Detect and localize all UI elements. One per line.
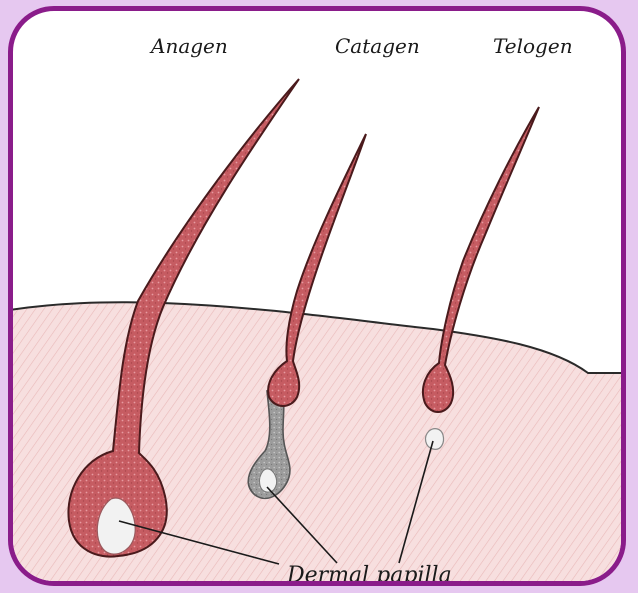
telogen-dermal-papilla <box>426 429 444 450</box>
hair-cycle-illustration <box>13 11 621 581</box>
telogen-label: Telogen <box>493 34 573 58</box>
catagen-label: Catagen <box>335 34 420 58</box>
dermal-papilla-label: Dermal papilla <box>287 563 452 586</box>
anagen-label: Anagen <box>151 34 228 58</box>
diagram-frame: Anagen Catagen Telogen Dermal papilla <box>8 6 626 586</box>
